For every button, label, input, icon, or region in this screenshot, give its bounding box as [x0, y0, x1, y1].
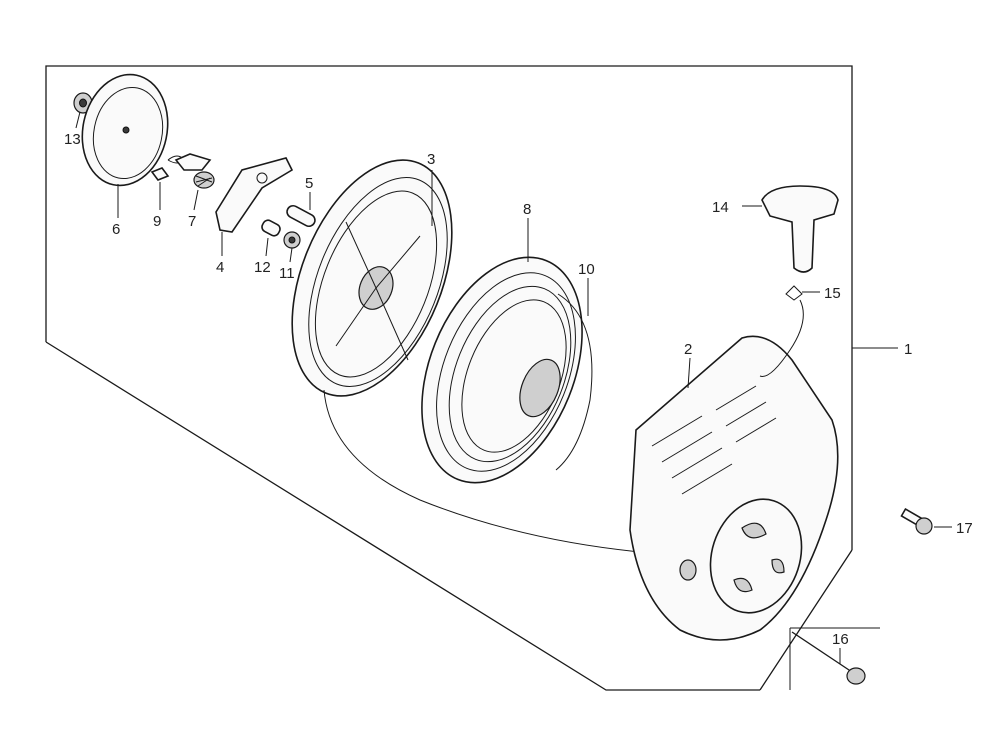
part-10-retainer: [555, 293, 593, 471]
callout-7: 7: [188, 213, 196, 230]
part-6-plate: [81, 73, 169, 187]
leader-lines: [75, 111, 952, 664]
part-17-bolt: [900, 507, 933, 535]
part-11-washer: [283, 231, 301, 249]
part-3-reel: [291, 159, 641, 553]
callout-12: 12: [254, 259, 271, 276]
callout-14: 14: [712, 199, 729, 216]
callout-5: 5: [305, 175, 313, 192]
part-5-pin: [286, 204, 316, 228]
part-12-pin: [261, 219, 281, 237]
callout-17: 17: [956, 520, 973, 537]
part-8-recoil-spring: [421, 256, 583, 484]
callout-3: 3: [427, 151, 435, 168]
part-4-pawl: [215, 157, 294, 233]
part-7-spring: [174, 153, 215, 189]
callout-4: 4: [216, 259, 224, 276]
callout-15: 15: [824, 285, 841, 302]
callout-1: 1: [904, 341, 912, 358]
callout-9: 9: [153, 213, 161, 230]
callout-11: 11: [279, 265, 295, 282]
callout-16: 16: [832, 631, 849, 648]
part-16-bolt: [791, 631, 866, 685]
callout-6: 6: [112, 221, 120, 238]
callout-13: 13: [64, 131, 81, 148]
callout-2: 2: [684, 341, 692, 358]
part-15-clip: [759, 285, 804, 377]
assembly-frame: [45, 65, 880, 691]
callout-8: 8: [523, 201, 531, 218]
part-14-grip: [761, 185, 839, 273]
callout-10: 10: [578, 261, 595, 278]
part-2-case: [629, 335, 839, 641]
case-vents: [651, 385, 777, 495]
